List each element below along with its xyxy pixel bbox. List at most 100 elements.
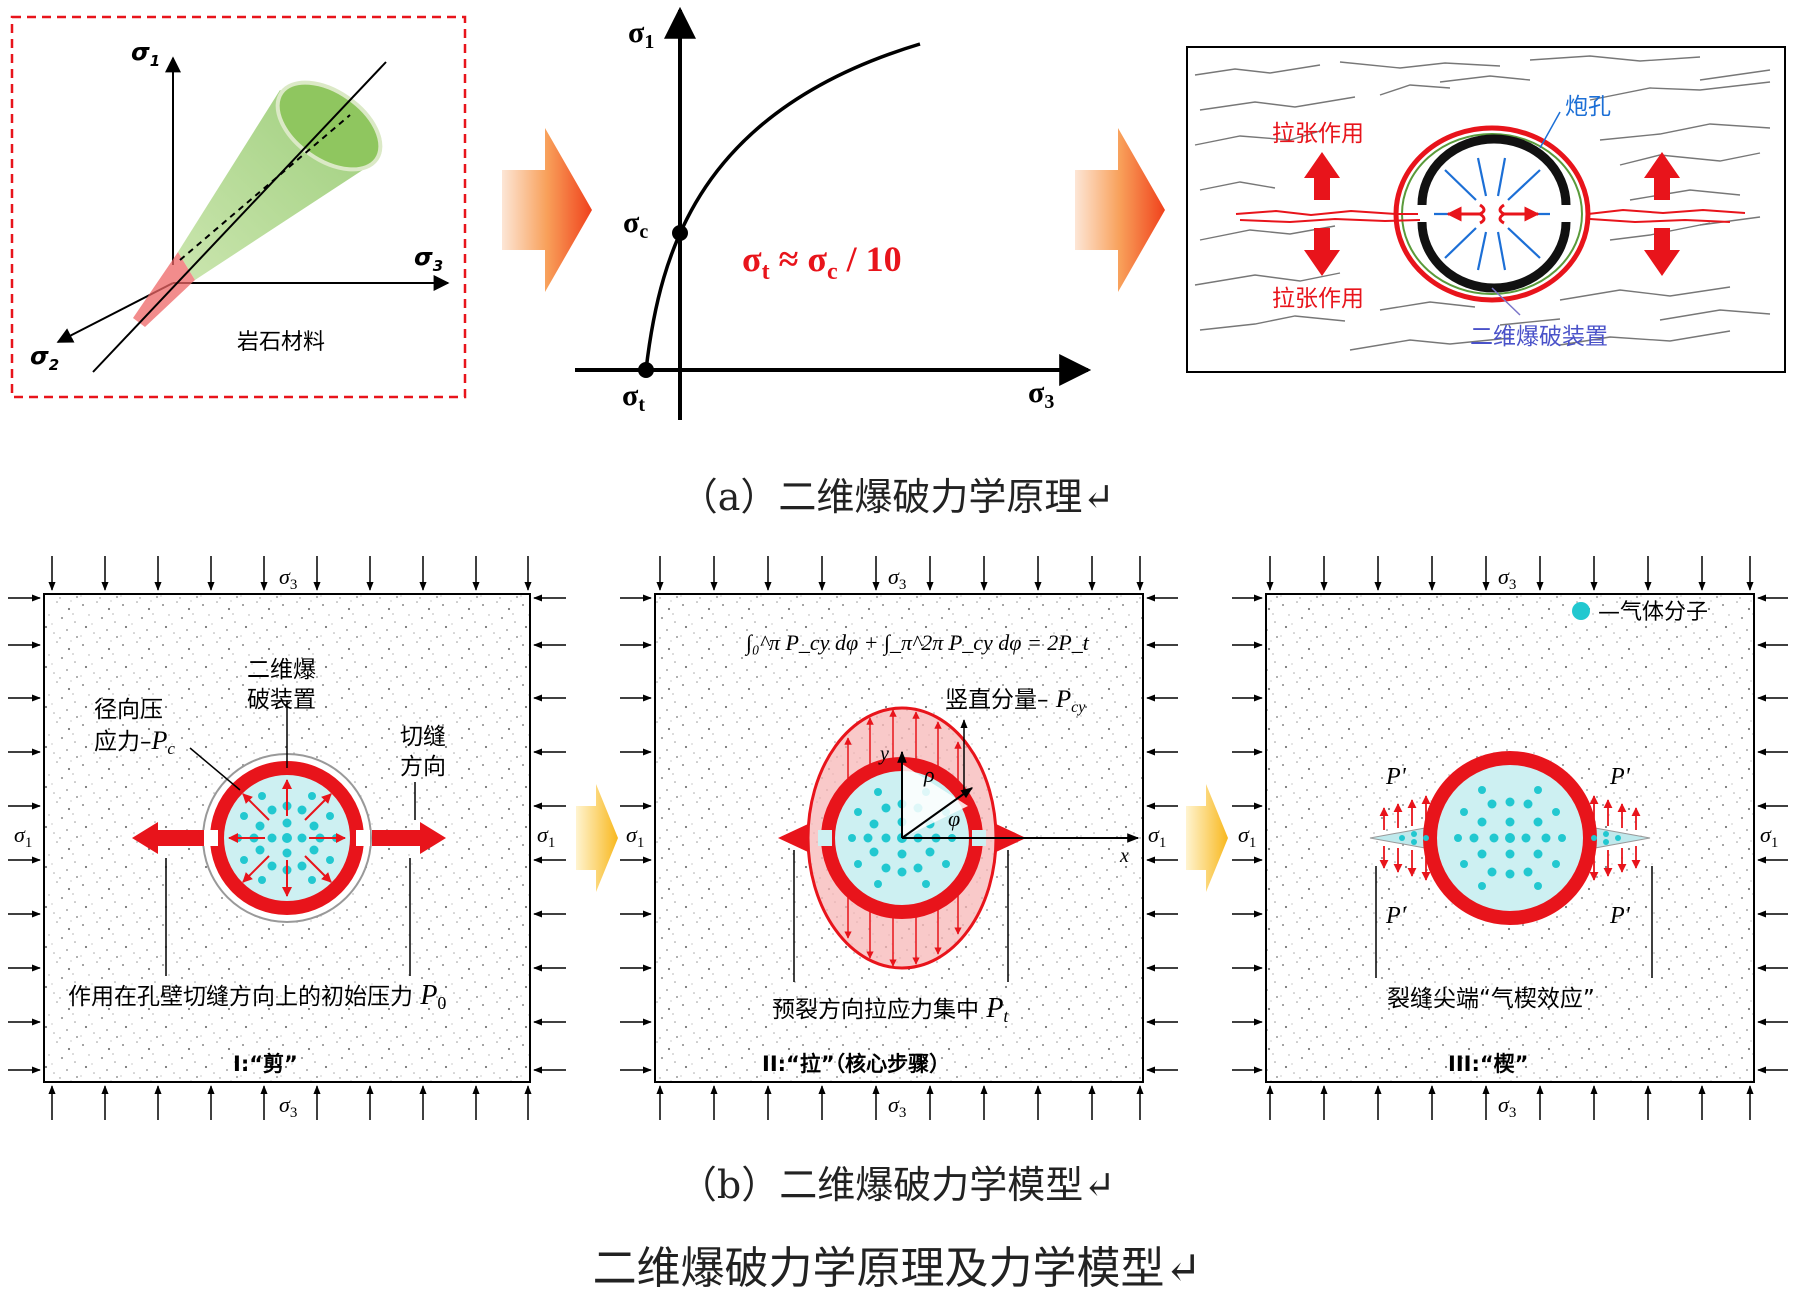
b3-p-prime-top-right: P' [1609,764,1631,790]
a2-sigma1-label: σ1 [628,16,654,53]
b1-device-label-2: 破装置 [247,687,316,713]
tension-arrow-right-up [1644,152,1680,200]
b1-stage-label: I:“剪” [233,1052,298,1076]
b1-radial-label-2: 应力–Pc [94,726,175,758]
b1-slit-right [356,830,370,846]
gas-molecule-legend: —气体分子 [1598,600,1708,625]
device-shell-bottom [1417,221,1571,293]
tension-arrow-left-up [1304,152,1340,200]
b1-p0-label: 作用在孔壁切缝方向上的初始压力 P0 [68,980,446,1013]
b1-load-arrows-left [8,594,41,1074]
strength-ratio-equation: σt ≈ σc / 10 [742,239,902,285]
blast-device-label: 二维爆破装置 [1470,324,1608,350]
b3-wedge-arrows-left [1379,795,1431,881]
cone-axis-dashed [179,114,351,261]
blast-hole-label: 炮孔 [1565,94,1611,120]
b2-x-label: x [1119,845,1129,867]
b1-radial-pressure-arrows [228,779,346,897]
b1-load-arrows-right [533,594,566,1074]
b3-stage-label: III:“楔” [1448,1052,1528,1076]
b2-sigma1-left: σ1 [626,822,644,851]
b3-gas-wedge-label: 裂缝尖端“气楔效应” [1387,986,1595,1012]
b1-sigma1-right: σ1 [537,822,555,851]
b3-gas-molecules [1399,786,1621,890]
strength-envelope [644,42,921,371]
b1-device-label-1: 二维爆 [247,657,316,683]
hole-leader [1539,111,1561,149]
b2-phi-label: φ [948,806,960,831]
flow-arrow-b2 [1186,784,1228,892]
tension-arrow-left-down [1304,228,1340,276]
panel-b2: σ3 σ3 σ1 σ1 ∫₀^π P_cy dφ + ∫_π^2π P_cy d… [620,556,1178,1121]
failure-cone-red [133,252,195,327]
sigma-t-label: σt [622,379,645,416]
b3-p-prime-bottom-right: P' [1609,903,1631,929]
b3-p-prime-bottom-left: P' [1385,903,1407,929]
b3-load-arrows-bottom [1266,1085,1754,1120]
b2-rho-sector [902,764,968,838]
b1-sigma3-top: σ3 [279,564,297,593]
b3-p-prime-top-left: P' [1385,764,1407,790]
point-sigma-c [672,225,688,241]
b1-cut-label-2: 方向 [400,754,446,780]
b3-sigma3-top: σ3 [1498,564,1516,593]
b2-sigma1-right: σ1 [1148,822,1166,851]
main-title: 二维爆破力学原理及力学模型↵ [592,1243,1202,1294]
sigma-c-label: σc [623,206,648,243]
b3-load-arrows-left [1232,594,1263,1074]
point-sigma-t [638,362,654,378]
flow-arrow-b1 [576,784,618,892]
panel-a3: 炮孔 拉张作用 拉张作用 二维爆破装置 [1186,46,1786,373]
b2-load-arrows-left [620,594,652,1074]
b2-integral-equation: ∫₀^π P_cy dφ + ∫_π^2π P_cy dφ = 2P_t [744,630,1090,656]
b2-load-arrows-bottom [656,1085,1144,1120]
sigma3-label: σ3 [414,243,443,275]
inner-tension-arrows [1446,203,1540,225]
b2-vertical-component-label: 竖直分量– Pcy [945,686,1086,716]
b1-radial-label-1: 径向压 [94,697,163,723]
device-shell-top [1417,134,1571,206]
b2-tip-left [778,824,808,852]
b2-pt-label: 预裂方向拉应力集中 Pt [772,993,1009,1026]
tension-arrow-right-down [1644,228,1680,276]
b1-load-arrows-top [48,556,532,591]
sigma2-label: σ2 [30,342,59,374]
b2-gas-molecules [848,788,956,888]
b2-rho-label: ρ [923,762,935,787]
rock-material-label: 岩石材料 [237,330,325,355]
b3-sigma1-left: σ1 [1238,822,1256,851]
b1-cut-arrow-right [372,822,446,854]
caption-a: （a）二维爆破力学原理↵ [679,475,1115,519]
tension-bottom-label: 拉张作用 [1272,286,1364,312]
sigma1-label: σ1 [131,38,160,70]
b3-load-arrows-top [1266,556,1754,591]
panel-a1-frame [10,15,467,399]
b1-sigma3-bottom: σ3 [279,1092,297,1121]
caption-b: （b）二维爆破力学模型↵ [678,1163,1116,1207]
b2-rho-line [901,787,973,839]
blast-hole-ring [1393,125,1591,303]
b2-slit-left [818,830,832,846]
b1-slit-left [204,830,218,846]
b3-sigma3-bottom: σ3 [1498,1092,1516,1121]
b3-load-arrows-right [1757,594,1788,1074]
hydrostatic-axis [92,61,387,373]
panel-a1: σ1 σ3 σ2 岩石材料 [10,15,467,399]
flow-arrow-2 [1075,128,1165,292]
flow-arrow-1 [502,128,592,292]
b1-gas-molecules [234,792,340,884]
b2-load-arrows-top [656,556,1144,591]
panel-b1: σ3 σ3 σ1 σ1 二维爆 破装置 径向压 应力–Pc 切缝 方向 作用在孔… [8,556,566,1121]
b1-load-arrows-bottom [48,1085,532,1120]
device-leader [1491,287,1521,316]
a2-sigma3-label: σ3 [1028,376,1054,413]
crack-propagation [1235,208,1746,224]
b1-sigma1-left: σ1 [14,822,32,851]
b1-radial-leader [189,747,241,791]
tension-top-label: 拉张作用 [1272,121,1364,147]
rock-cracks [1194,55,1771,351]
b2-sigma3-top: σ3 [888,564,906,593]
b2-sigma3-bottom: σ3 [888,1092,906,1121]
b1-cut-label-1: 切缝 [400,724,446,750]
